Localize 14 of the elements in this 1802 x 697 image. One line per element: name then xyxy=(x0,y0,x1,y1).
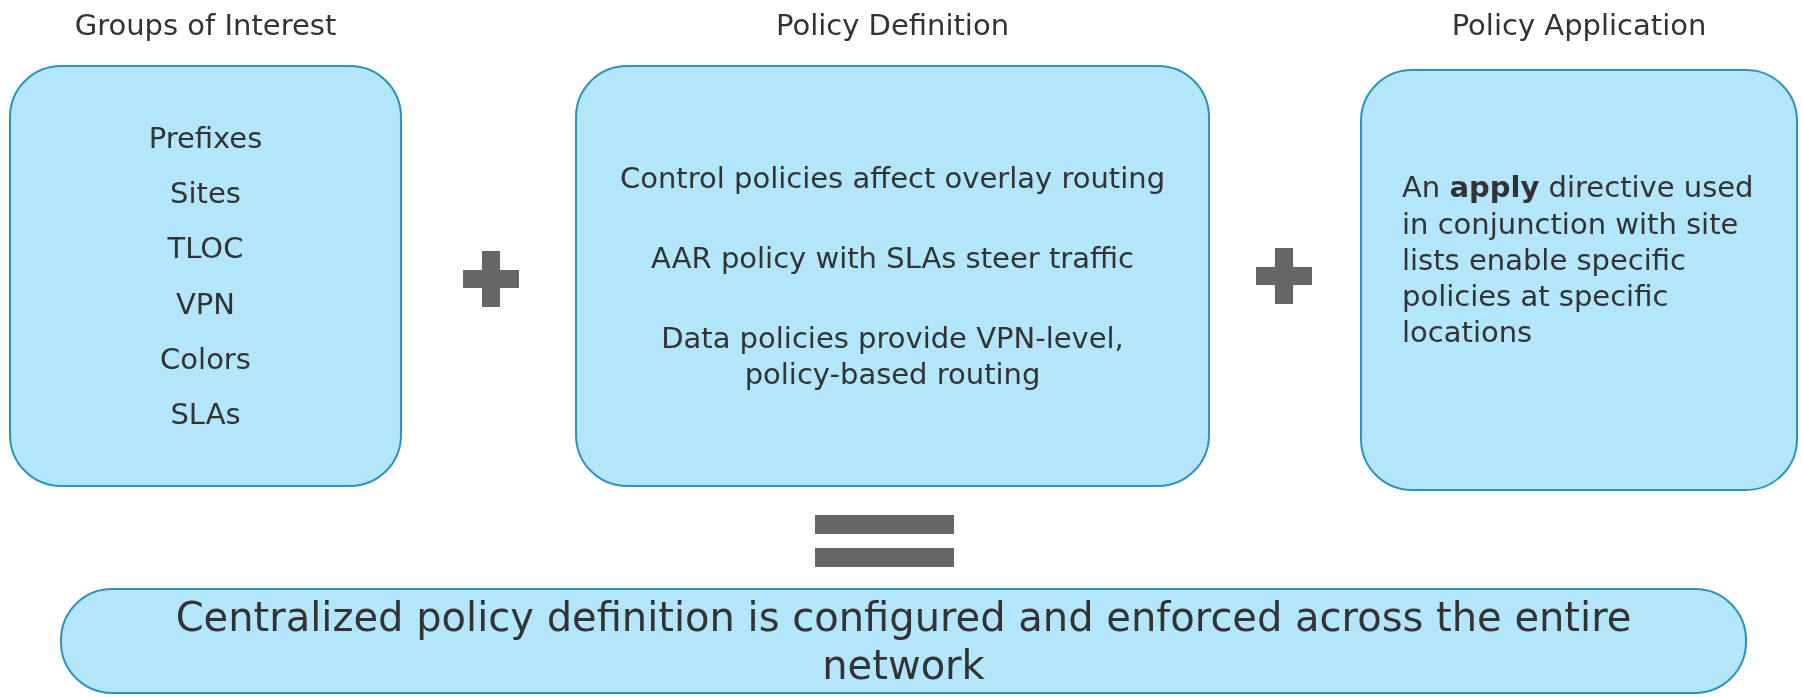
box-text: Control policies affect overlay routing xyxy=(619,159,1166,196)
box-text: An apply directive used in conjunction with site lists enable specific policies at specific locations xyxy=(1402,169,1755,351)
box-text: Prefixes xyxy=(148,119,263,156)
box-text: Sites xyxy=(170,175,241,212)
summary-text: Centralized policy definition is configured and enforced across the entire network xyxy=(174,593,1633,689)
column-heading: Groups of Interest xyxy=(73,8,338,42)
box-text: SLAs xyxy=(170,396,241,433)
column-heading: Policy Application xyxy=(1450,8,1708,42)
column-heading: Policy Definition xyxy=(774,8,1011,42)
box-text: TLOC xyxy=(167,230,244,267)
box-text: AAR policy with SLAs steer traffic xyxy=(651,239,1134,276)
box-text: Colors xyxy=(160,340,251,377)
box-text: Data policies provide VPN-level, policy-based routing xyxy=(660,320,1125,393)
box-text: VPN xyxy=(176,285,235,322)
